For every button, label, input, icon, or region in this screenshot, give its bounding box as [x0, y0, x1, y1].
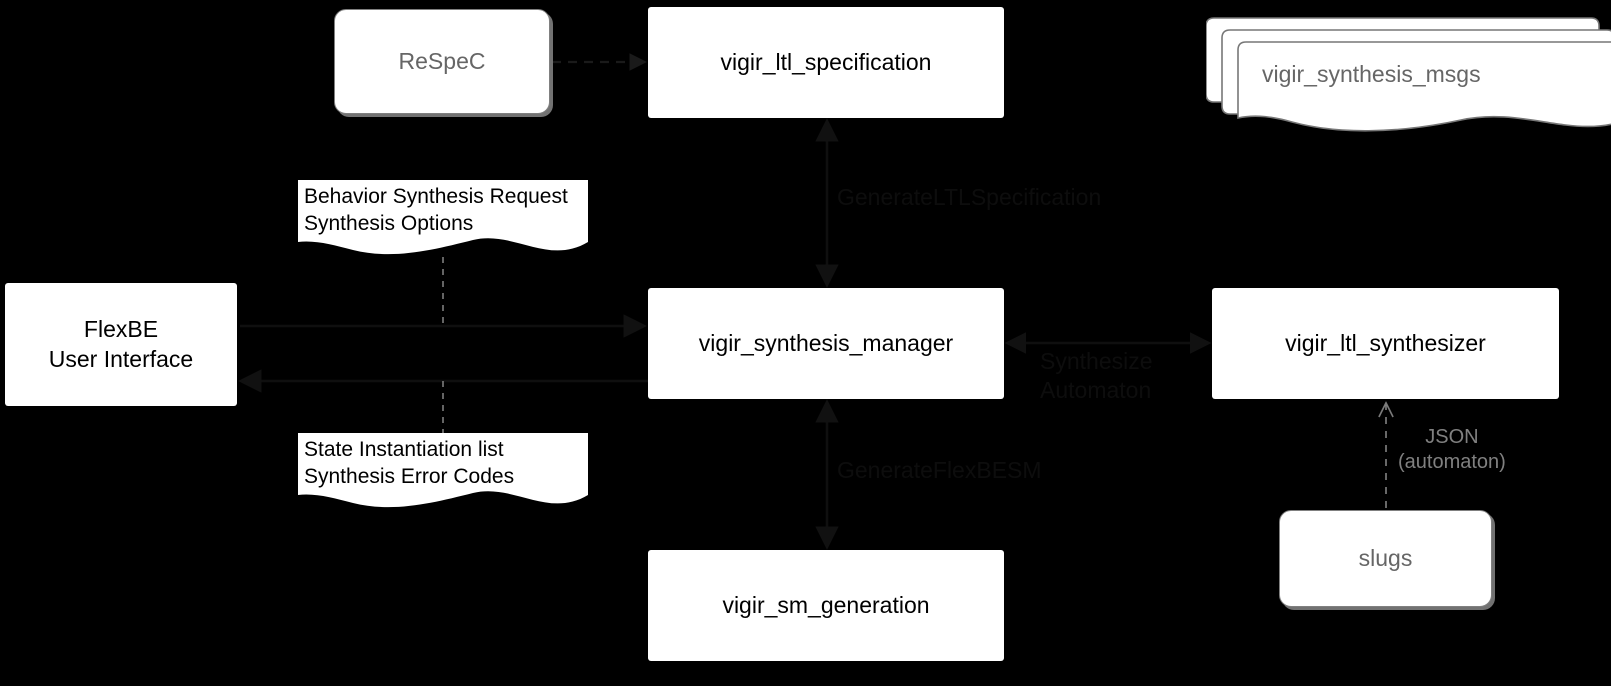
- note-behavior-synthesis-request: Behavior Synthesis Request Synthesis Opt…: [298, 180, 588, 257]
- edge-label-synthesize-automaton: Synthesize Automaton: [1040, 348, 1153, 403]
- node-vigir-synthesis-manager[interactable]: vigir_synthesis_manager: [648, 288, 1004, 399]
- node-label: vigir_sm_generation: [722, 591, 930, 618]
- note-shape: [298, 433, 588, 508]
- edge-label-generate-flexbe-sm: GenerateFlexBESM: [837, 457, 1042, 483]
- note-label: State Instantiation list Synthesis Error…: [304, 438, 515, 488]
- node-vigir-synthesis-msgs[interactable]: vigir_synthesis_msgs: [1206, 10, 1611, 135]
- node-vigir-sm-generation[interactable]: vigir_sm_generation: [648, 550, 1004, 661]
- node-label: vigir_synthesis_manager: [698, 329, 954, 356]
- node-label: vigir_synthesis_msgs: [1262, 61, 1481, 87]
- multi-document-shape: [1206, 17, 1611, 132]
- note-state-instantiation: State Instantiation list Synthesis Error…: [298, 433, 588, 510]
- node-label: FlexBE User Interface: [48, 316, 194, 372]
- node-flexbe-user-interface[interactable]: FlexBE User Interface: [5, 283, 237, 406]
- note-shape: [298, 180, 588, 255]
- node-respec[interactable]: ReSpeC: [334, 9, 550, 114]
- edge-label-json-automaton: JSON (automaton): [1398, 426, 1506, 473]
- node-vigir-ltl-synthesizer[interactable]: vigir_ltl_synthesizer: [1212, 288, 1559, 399]
- node-slugs[interactable]: slugs: [1279, 510, 1492, 607]
- edge-label-generate-ltl-specification: GenerateLTLSpecification: [837, 184, 1102, 210]
- node-label: vigir_ltl_specification: [720, 48, 932, 75]
- node-label: vigir_ltl_synthesizer: [1285, 329, 1486, 356]
- note-label: Behavior Synthesis Request Synthesis Opt…: [304, 185, 568, 235]
- node-label: ReSpeC: [398, 47, 486, 74]
- node-label: slugs: [1358, 544, 1413, 571]
- node-vigir-ltl-specification[interactable]: vigir_ltl_specification: [648, 7, 1004, 118]
